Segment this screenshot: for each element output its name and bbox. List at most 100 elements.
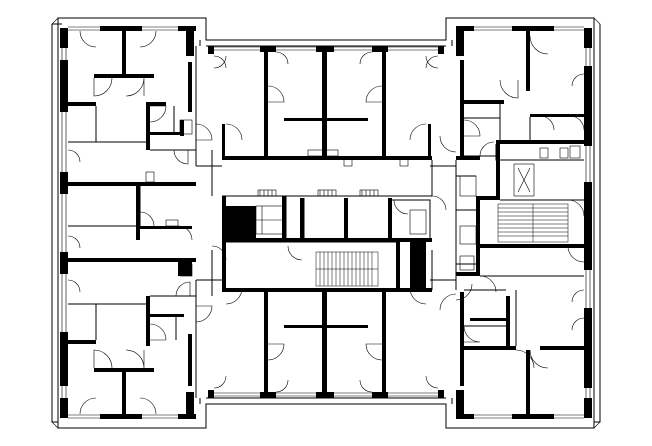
outer-envelope: [51, 17, 601, 429]
wall-segment: [506, 296, 510, 346]
wall-segment: [146, 102, 150, 150]
wall-segment: [60, 172, 68, 194]
wall-segment: [464, 346, 516, 350]
wall-segment: [512, 414, 554, 419]
wall-segment: [372, 46, 388, 52]
door-swing-icon: [175, 281, 191, 297]
wall-segment: [456, 26, 474, 31]
shaft: [178, 262, 192, 276]
wall-segment: [512, 26, 554, 31]
wall-segment: [68, 340, 96, 344]
door-swing-icon: [225, 123, 243, 141]
wall-segment: [460, 292, 464, 386]
door-swing-icon: [125, 77, 145, 97]
wall-segment: [100, 414, 142, 419]
door-swing-icon: [177, 225, 193, 241]
wall-segment: [94, 74, 154, 78]
wall-segment: [60, 60, 68, 112]
door-swing-icon: [539, 115, 585, 131]
fixture-icon: [165, 219, 179, 227]
stair-icon: [315, 203, 569, 287]
door-swing-icon: [479, 141, 495, 157]
wall-segment: [476, 248, 480, 276]
wall-segment: [438, 390, 444, 398]
wall-segment: [496, 140, 584, 144]
wall-segment: [60, 398, 68, 418]
door-swing-icon: [455, 283, 473, 301]
wall-segment: [122, 372, 126, 418]
door-swing-icon: [479, 275, 497, 293]
door-swing-icon: [567, 199, 585, 217]
wall-segment: [260, 392, 276, 398]
wall-segment: [60, 332, 68, 386]
wall-segment: [68, 258, 196, 262]
fixture-icon: [145, 171, 155, 183]
door-swing-icon: [79, 30, 157, 48]
wall-segment: [470, 318, 506, 321]
wall-segment: [146, 296, 150, 346]
fixture-icon: [399, 157, 409, 167]
door-swing-icon: [567, 245, 585, 263]
wall-segment: [496, 144, 500, 200]
wall-segment: [476, 200, 480, 248]
door-swing-icon: [195, 123, 213, 141]
door-swing-icon: [149, 323, 167, 341]
door-swing-icon: [93, 349, 113, 369]
wall-segment: [150, 314, 184, 317]
door-swings: [67, 30, 585, 415]
wall-segment: [396, 242, 400, 288]
fixture-icon: [307, 149, 339, 157]
wall-segment: [584, 398, 592, 418]
wall-segment: [456, 272, 480, 276]
fixture-icon: [343, 157, 353, 167]
fixture-icon: [409, 209, 427, 235]
wall-segment: [264, 292, 268, 398]
fixture-icon: [179, 263, 193, 277]
fixture-icon: [459, 175, 477, 197]
wall-segment: [316, 46, 334, 52]
door-swing-icon: [431, 195, 447, 211]
wall-segment: [180, 120, 184, 136]
door-swing-icon: [211, 245, 227, 261]
elevator-shaft: [226, 206, 256, 238]
wall-segment: [456, 26, 464, 56]
door-swing-icon: [365, 85, 383, 103]
wall-segment: [480, 244, 584, 248]
fixture-icon: [257, 189, 277, 197]
door-swing-icon: [409, 123, 427, 141]
wall-segment: [150, 132, 184, 135]
wall-segment: [316, 392, 334, 398]
wall-segment: [136, 186, 140, 240]
wall-segment: [456, 390, 464, 418]
wall-segment: [438, 46, 444, 54]
fixture-icon: [179, 119, 193, 135]
door-swing-icon: [463, 119, 481, 137]
wall-segment: [464, 100, 504, 104]
door-swing-icon: [213, 55, 439, 69]
door-swing-icon: [275, 51, 373, 393]
door-swing-icon: [125, 349, 145, 369]
door-swing-icon: [267, 343, 285, 361]
wall-segment: [456, 414, 474, 419]
door-swing-icon: [515, 349, 549, 369]
door-swing-icon: [139, 211, 155, 227]
wall-segment: [94, 368, 154, 372]
wall-segment: [584, 182, 592, 270]
fixture-icon: [317, 189, 337, 197]
wall-segment: [526, 31, 530, 91]
wall-segment: [260, 46, 276, 52]
structural-walls: [60, 26, 592, 419]
fixtures: [145, 119, 581, 277]
door-swing-icon: [393, 199, 409, 215]
wall-segment: [428, 124, 431, 160]
door-swing-icon: [93, 77, 113, 97]
door-swing-icon: [267, 85, 285, 103]
fixture-icon: [559, 147, 569, 159]
door-swing-icon: [439, 135, 457, 153]
wall-segment: [322, 292, 327, 398]
wall-segment: [60, 252, 68, 274]
door-swing-icon: [225, 287, 243, 305]
wall-segment: [208, 46, 214, 54]
wall-segment: [188, 334, 192, 386]
wall-segment: [382, 292, 386, 398]
